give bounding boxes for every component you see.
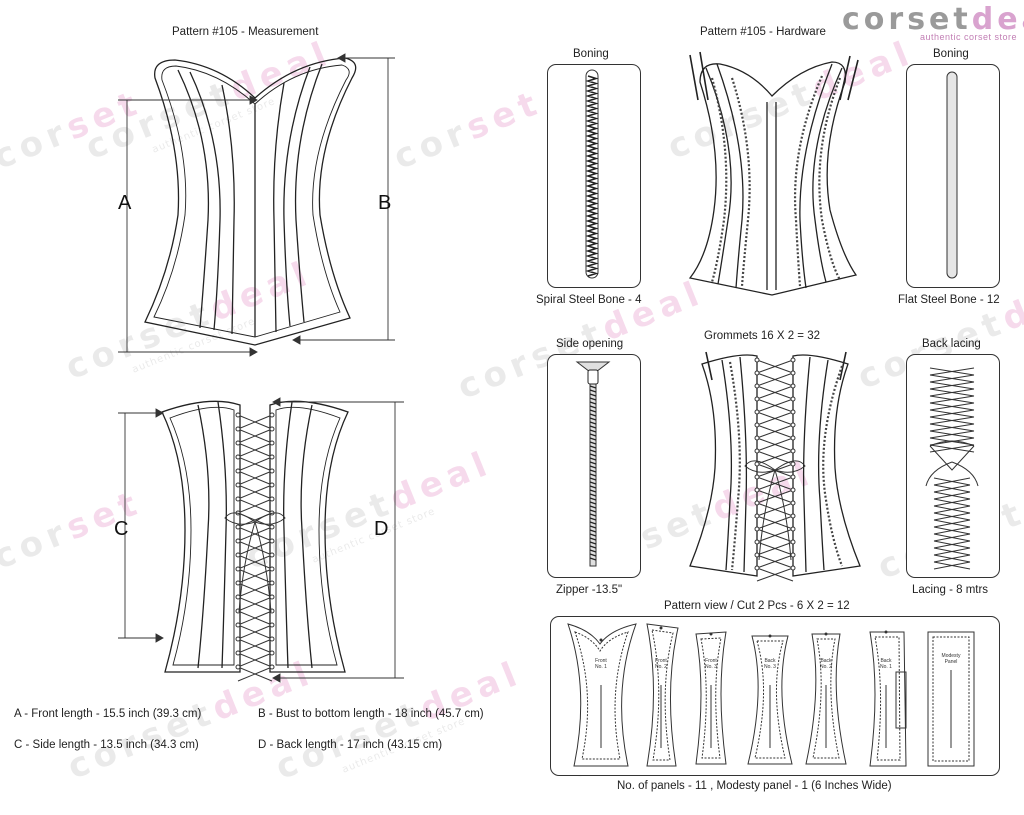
panel-front-2-number: No. 2 (655, 664, 667, 670)
side-opening-caption: Zipper -13.5" (556, 584, 623, 596)
legend-b: B - Bust to bottom length - 18 inch (45.… (258, 708, 484, 720)
boning-left-title: Boning (573, 48, 609, 60)
panel-front-1-label: Front (595, 658, 607, 664)
panel-modesty-label: Modesty (942, 653, 961, 659)
dimension-a-label: A (118, 192, 132, 214)
panel-back-1-number: No. 1 (880, 664, 892, 670)
measurement-title: Pattern #105 - Measurement (172, 26, 319, 38)
dimension-d-label: D (374, 518, 389, 540)
panel-front-1-number: No. 1 (595, 664, 607, 670)
dimension-c-label: C (114, 518, 129, 540)
legend-d: D - Back length - 17 inch (43.15 cm) (258, 739, 443, 751)
boning-right-caption: Flat Steel Bone - 12 (898, 294, 1000, 306)
panel-back-2-label: Back (820, 658, 832, 664)
grommets-title: Grommets 16 X 2 = 32 (704, 330, 821, 342)
pattern-view-caption: No. of panels - 11 , Modesty panel - 1 (… (617, 780, 892, 792)
panel-back-1-label: Back (880, 658, 892, 664)
panel-modesty-number: Panel (945, 659, 958, 665)
dimension-b-label: B (378, 192, 392, 214)
legend-a: A - Front length - 15.5 inch (39.3 cm) (14, 708, 202, 720)
brand-tagline: authentic corset store (920, 32, 1018, 42)
legend-c: C - Side length - 13.5 inch (34.3 cm) (14, 739, 199, 751)
back-lacing-caption: Lacing - 8 mtrs (912, 584, 989, 596)
pattern-view-title: Pattern view / Cut 2 Pcs - 6 X 2 = 12 (664, 600, 850, 612)
panel-front-2-label: Front (655, 658, 667, 664)
side-opening-title: Side opening (556, 338, 624, 350)
panel-back-3-number: No. 3 (764, 664, 776, 670)
lacing-box (906, 354, 1000, 578)
panel-back-3-label: Back (764, 658, 776, 664)
boning-left-caption: Spiral Steel Bone - 4 (536, 294, 642, 306)
spiral-bone-box (547, 64, 641, 288)
hardware-title: Pattern #105 - Hardware (700, 26, 826, 38)
panel-front-3-label: Front (705, 658, 717, 664)
panel-front-3-number: No. 3 (705, 664, 717, 670)
panel-back-2-number: No. 2 (820, 664, 832, 670)
brand-logo: corsetdeal (842, 2, 1024, 37)
boning-right-title: Boning (933, 48, 969, 60)
back-lacing-title: Back lacing (922, 338, 981, 350)
